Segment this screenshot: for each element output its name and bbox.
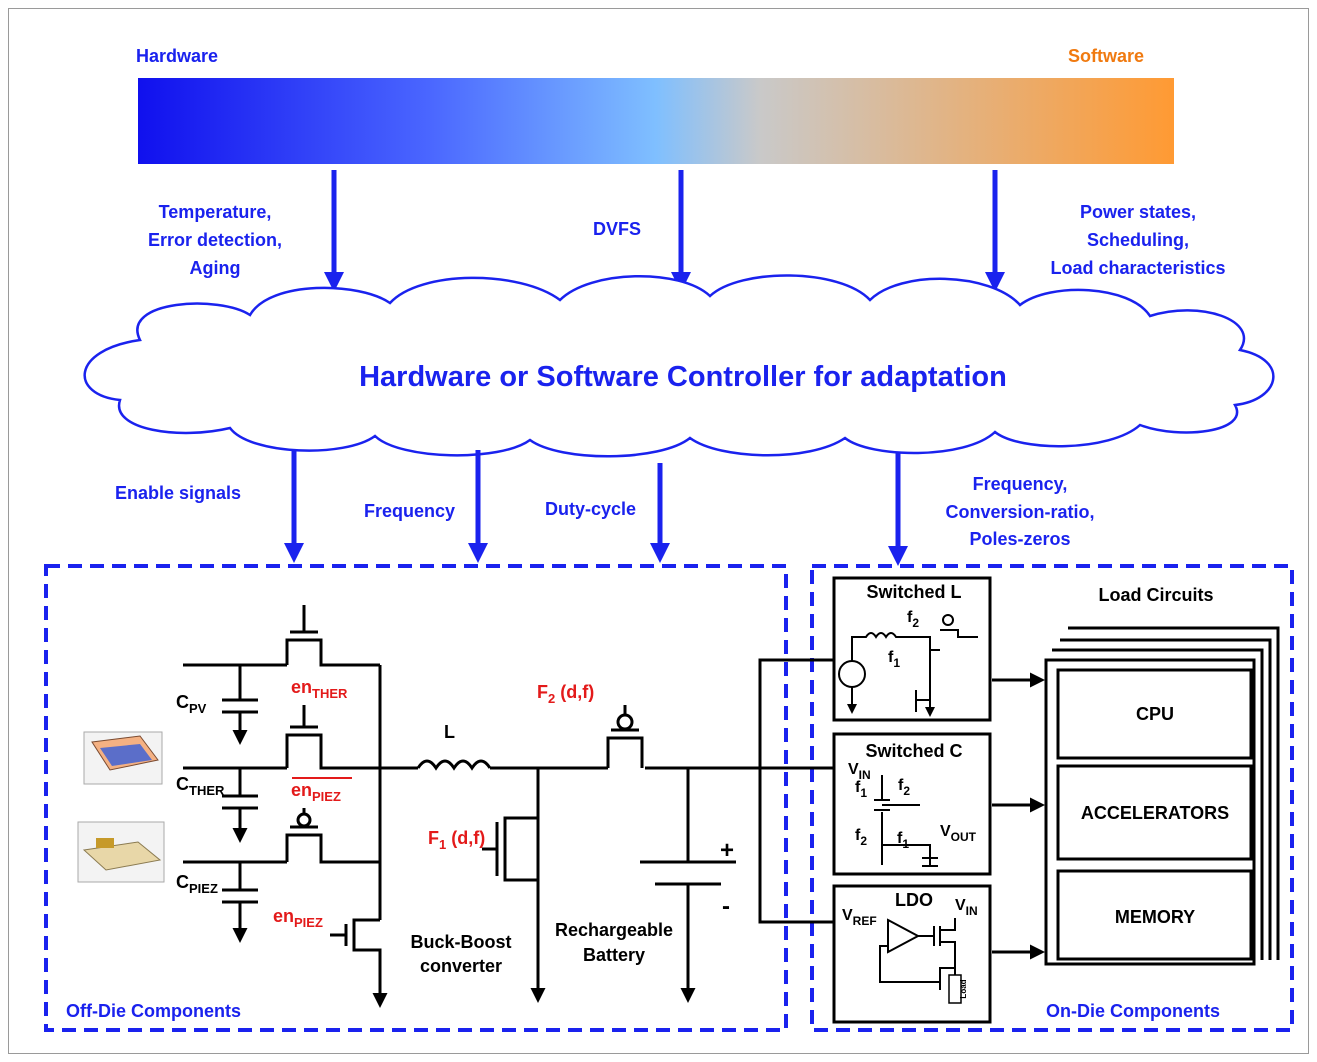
battery-plus: + [720, 837, 734, 864]
hardware-label: Hardware [136, 46, 218, 66]
software-label: Software [1068, 46, 1144, 66]
ondie-label-2: Conversion-ratio, [945, 502, 1094, 522]
off-die-title: Off-Die Components [66, 1001, 241, 1021]
switched-c-vout: VOUT [940, 823, 977, 844]
duty-cycle-label: Duty-cycle [545, 499, 636, 519]
inductor-label: L [444, 722, 455, 742]
input-left-3: Aging [190, 258, 241, 278]
input-right-3: Load characteristics [1050, 258, 1225, 278]
f2-label: F2 (d,f) [537, 682, 594, 706]
en-piez-bar-label: enPIEZ [291, 780, 341, 804]
thermoelectric-picture [83, 731, 163, 785]
hw-sw-spectrum-bar [138, 78, 1174, 164]
controller-label: Hardware or Software Controller for adap… [359, 361, 1007, 393]
off-die-labels: CPV CTHER CPIEZ enTHER enPIEZ enPIEZ L F… [176, 677, 734, 976]
switched-l-f2: f2 [907, 609, 919, 630]
switched-c-f1a: f1 [855, 779, 867, 800]
switched-c-f1b: f1 [897, 830, 909, 851]
load-arrows [992, 672, 1045, 960]
switched-l-f1: f1 [888, 649, 900, 670]
cpu-label: CPU [1136, 704, 1174, 724]
en-piez-label: enPIEZ [273, 906, 323, 930]
off-die-circuit [77, 605, 760, 1008]
ondie-label-1: Frequency, [973, 474, 1068, 494]
buck-boost-label-2: converter [420, 956, 502, 976]
battery-minus: - [722, 893, 730, 920]
input-right-2: Scheduling, [1087, 230, 1189, 250]
ondie-label-3: Poles-zeros [969, 529, 1070, 549]
battery-label-2: Battery [583, 945, 645, 965]
c-pv-label: CPV [176, 692, 207, 716]
ldo-title: LDO [895, 890, 933, 910]
ldo-load-label: Load [959, 979, 968, 998]
accelerators-box [1056, 764, 1253, 861]
battery-label-1: Rechargeable [555, 920, 673, 940]
top-input-labels: Temperature, Error detection, Aging DVFS… [148, 202, 1226, 278]
ldo-vref: VREF [842, 907, 877, 928]
input-right-1: Power states, [1080, 202, 1196, 222]
output-arrows [284, 450, 908, 566]
f1-label: F1 (d,f) [428, 828, 485, 852]
output-labels: Enable signals Frequency Duty-cycle Freq… [115, 474, 1095, 549]
switched-c-title: Switched C [865, 741, 962, 761]
switched-c-f2a: f2 [898, 777, 910, 798]
enable-signals-label: Enable signals [115, 483, 241, 503]
figure-frame [8, 8, 1309, 1054]
ldo-vin: VIN [955, 897, 978, 918]
on-die-connections [758, 658, 834, 924]
off-die-box [44, 564, 788, 1032]
accelerators-label: ACCELERATORS [1081, 803, 1229, 823]
switched-l-title: Switched L [866, 582, 961, 602]
input-middle-1: DVFS [593, 219, 641, 239]
memory-box [1056, 869, 1253, 961]
c-piez-label: CPIEZ [176, 872, 218, 896]
buck-boost-label-1: Buck-Boost [410, 932, 511, 952]
switched-c-f2b: f2 [855, 827, 867, 848]
controller-cloud [83, 274, 1275, 458]
memory-label: MEMORY [1115, 907, 1195, 927]
on-die-title: On-Die Components [1046, 1001, 1220, 1021]
load-circuits: Load Circuits CPU ACCELERATORS MEMORY [1044, 585, 1280, 966]
switched-l-block: Switched L f2 f1 [832, 576, 992, 722]
load-circuits-title: Load Circuits [1098, 585, 1213, 605]
cpu-box [1056, 668, 1253, 760]
c-ther-label: CTHER [176, 774, 225, 798]
switched-c-block: Switched C VIN f1 f2 f2 f1 VOUT [832, 732, 992, 876]
ldo-block: LDO Load VREF VIN [832, 884, 992, 1024]
switched-c-vin: VIN [848, 761, 871, 782]
frequency-label: Frequency [364, 501, 455, 521]
input-left-2: Error detection, [148, 230, 282, 250]
on-die-box [810, 564, 1294, 1032]
top-arrows [324, 170, 1005, 292]
piezo-picture [77, 821, 165, 883]
en-ther-label: enTHER [291, 677, 348, 701]
input-left-1: Temperature, [159, 202, 272, 222]
